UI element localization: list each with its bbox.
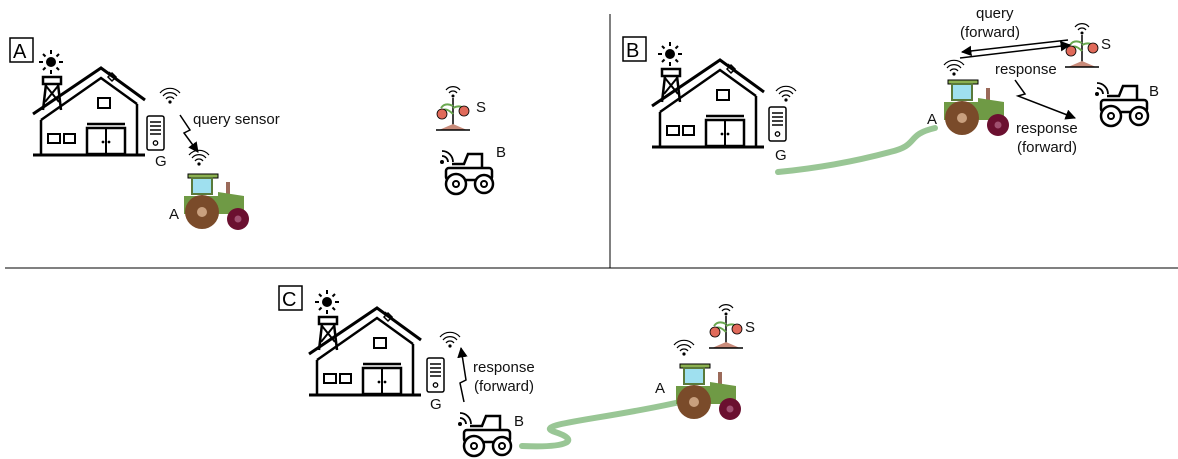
query-forward-arrow	[959, 40, 1072, 59]
gateway-label: G	[155, 153, 167, 170]
sensor-label: S	[1101, 36, 1111, 53]
gateway-server-icon	[146, 115, 165, 151]
sensor-plant-icon	[708, 303, 744, 349]
smart-tractor-icon	[943, 79, 1010, 137]
response-message: response	[473, 359, 535, 376]
gateway-server-icon	[768, 106, 787, 142]
gateway-label: G	[775, 147, 787, 164]
response-forward-message: response	[1016, 120, 1078, 137]
autonomous-tractor-icon	[438, 149, 495, 196]
wireless-signal-icon	[439, 331, 461, 349]
tractor-path	[775, 125, 938, 175]
panel-b-label-box	[622, 36, 647, 62]
panel-b: B G A S query (forward) response B respo…	[622, 5, 1159, 175]
panel-c: C G response (forward) B A S	[278, 285, 755, 458]
panel-a-label: A	[13, 41, 27, 63]
wireless-signal-icon	[673, 339, 695, 357]
wireless-signal-icon	[775, 85, 797, 103]
tractor-b-label: B	[496, 144, 506, 161]
response-forward-arrow	[457, 346, 468, 403]
panel-c-label: C	[282, 289, 296, 311]
wireless-signal-icon	[943, 59, 965, 77]
sensor-label: S	[476, 99, 486, 116]
panel-a-label-box	[9, 37, 34, 63]
response-forward-message-2: (forward)	[1017, 139, 1077, 156]
panel-a: A G query sensor A S B	[9, 37, 506, 231]
query-sensor-message: query sensor	[193, 111, 280, 128]
farm-house-icon	[307, 288, 423, 397]
tractor-path	[519, 399, 683, 450]
tractor-b-label: B	[514, 413, 524, 430]
tractor-a-label: A	[169, 206, 179, 223]
panel-b-label: B	[626, 40, 639, 62]
query-arrow	[179, 114, 199, 153]
query-forward-message: (forward)	[960, 24, 1020, 41]
sensor-plant-icon	[1064, 22, 1100, 69]
gateway-server-icon	[426, 357, 445, 393]
response-message: response	[995, 61, 1057, 78]
farm-house-icon	[31, 48, 147, 157]
wireless-signal-icon	[159, 87, 181, 105]
tractor-a-label: A	[927, 111, 937, 128]
query-forward-arrow-return	[960, 39, 1069, 57]
sensor-plant-icon	[435, 85, 471, 131]
response-arrow	[1014, 79, 1076, 120]
response-forward-message: (forward)	[474, 378, 534, 395]
wireless-signal-icon	[188, 149, 210, 167]
query-message: query	[976, 5, 1014, 22]
smart-tractor-icon	[675, 363, 742, 421]
panel-c-label-box	[278, 285, 303, 311]
tractor-b-label: B	[1149, 83, 1159, 100]
farm-house-icon	[650, 40, 766, 149]
autonomous-tractor-icon	[1093, 81, 1150, 128]
tractor-a-label: A	[655, 380, 665, 397]
smart-tractor-icon	[183, 173, 250, 231]
gateway-label: G	[430, 396, 442, 413]
autonomous-tractor-icon	[456, 411, 513, 458]
sensor-label: S	[745, 319, 755, 336]
